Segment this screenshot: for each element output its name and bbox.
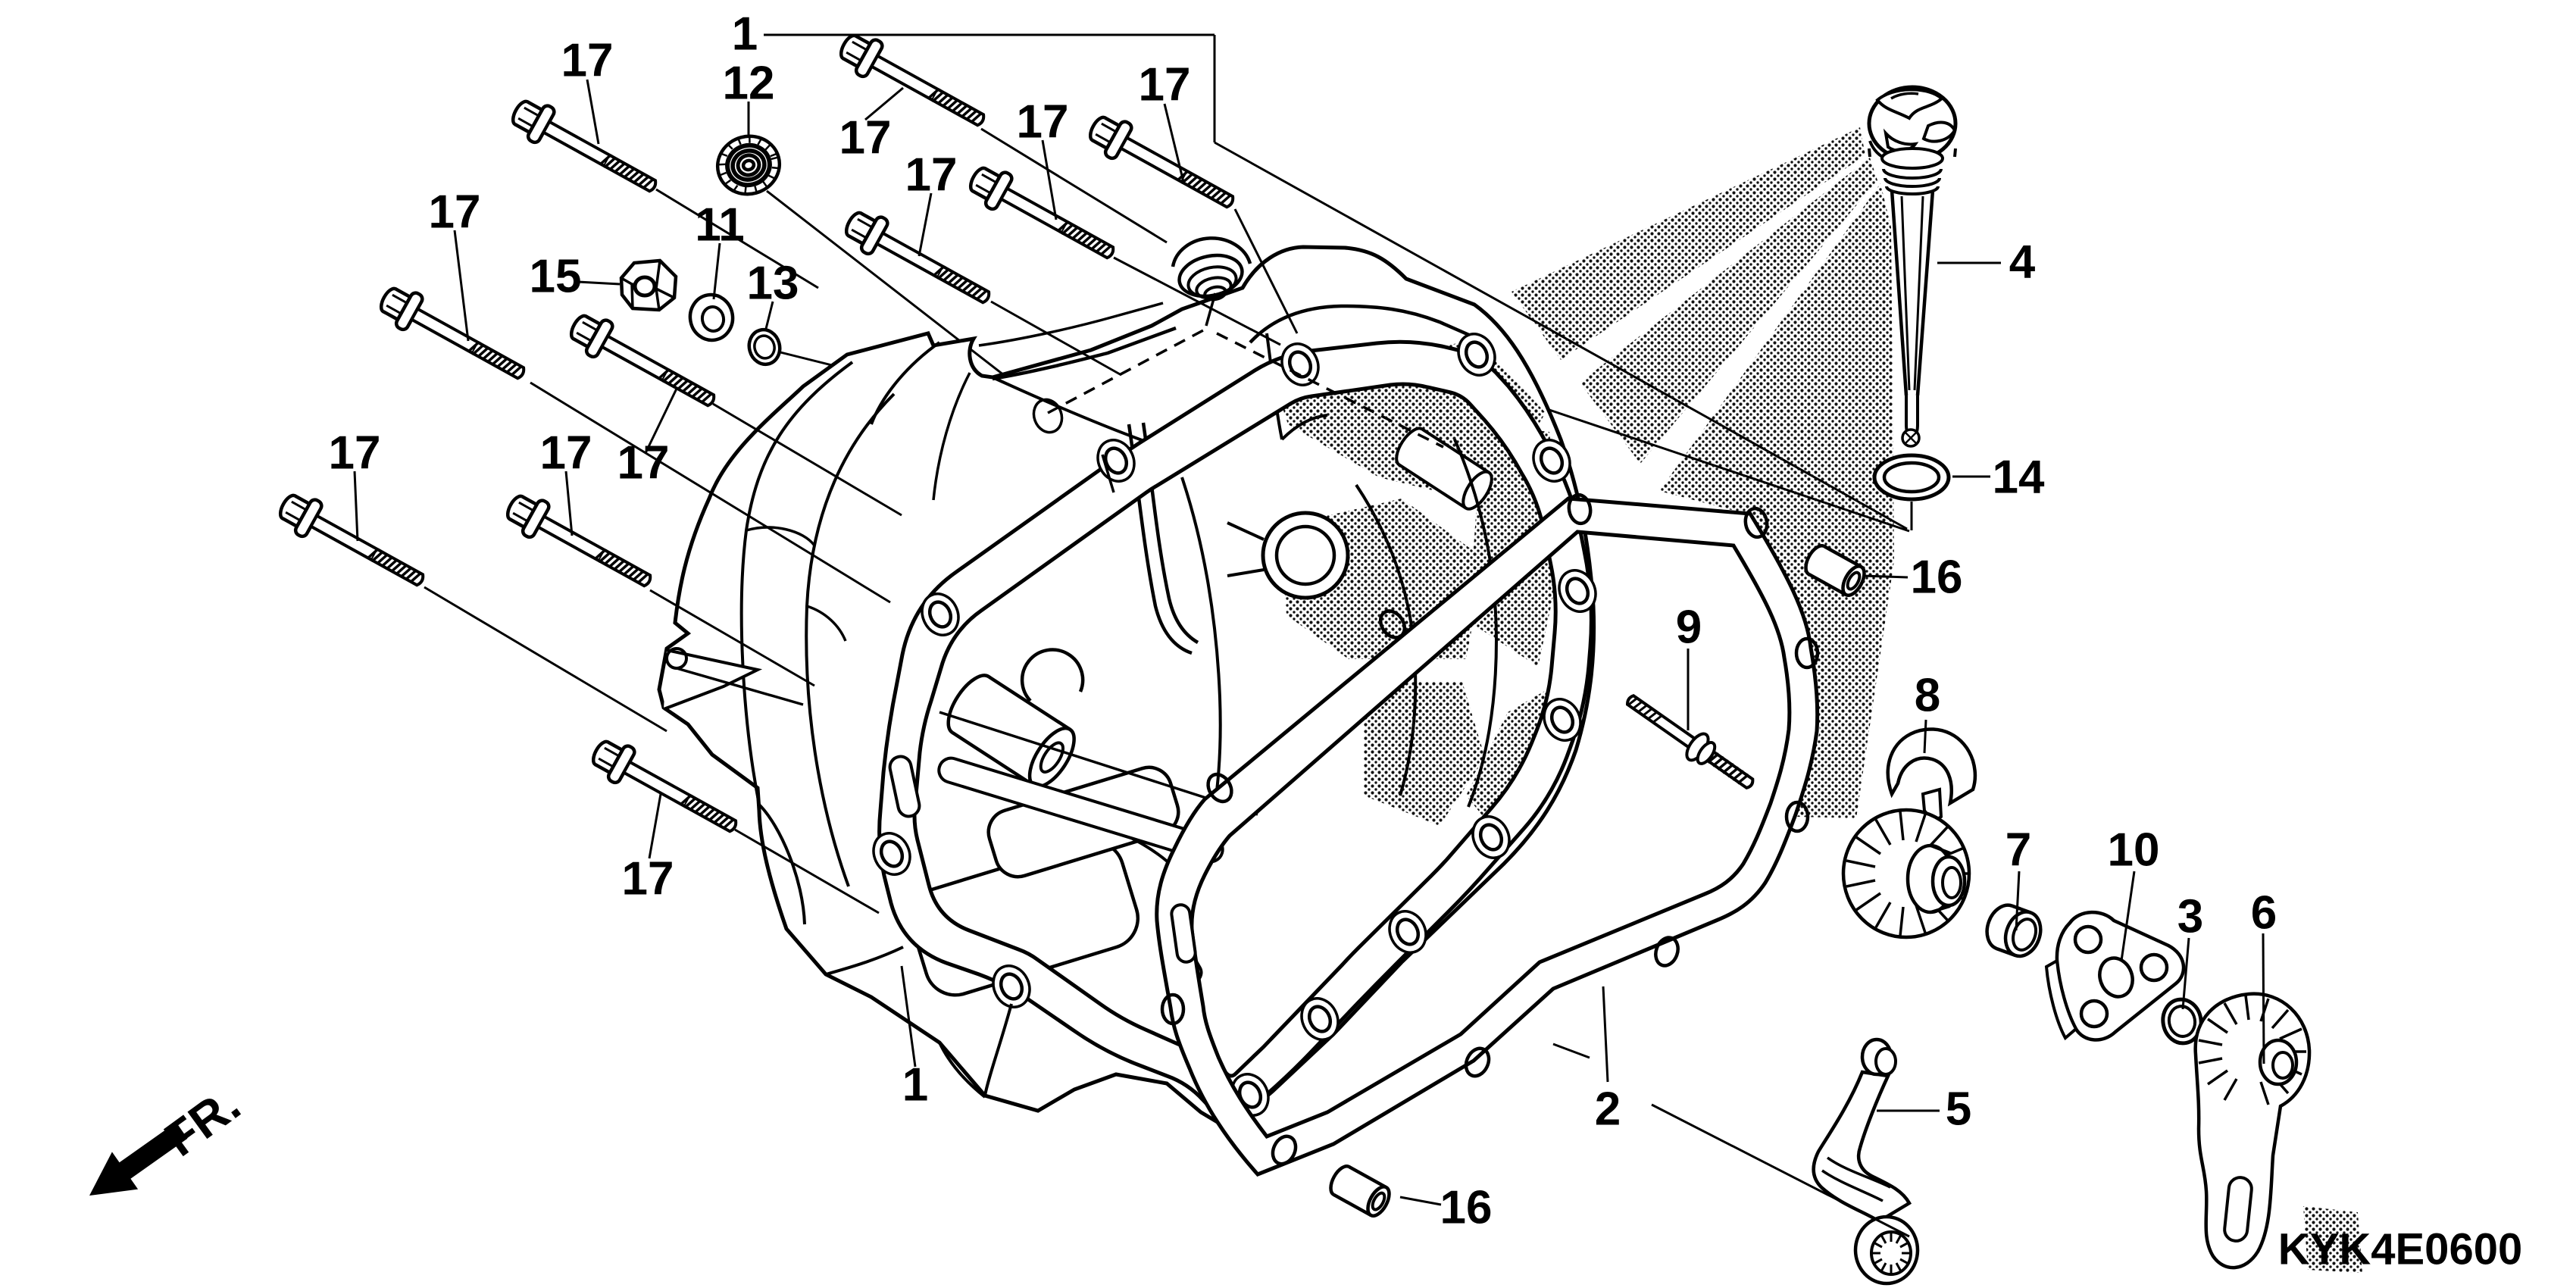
svg-text:17: 17: [1139, 59, 1191, 111]
svg-text:6: 6: [2251, 887, 2277, 939]
svg-text:2: 2: [1595, 1083, 1621, 1136]
svg-text:14: 14: [1993, 452, 2045, 504]
svg-text:12: 12: [723, 58, 775, 110]
svg-text:13: 13: [747, 258, 799, 310]
svg-text:17: 17: [1017, 96, 1069, 148]
svg-text:KYK4E0600: KYK4E0600: [2278, 1225, 2522, 1274]
svg-text:17: 17: [622, 853, 674, 905]
svg-text:4: 4: [2009, 236, 2036, 289]
svg-text:7: 7: [2005, 824, 2031, 877]
svg-text:10: 10: [2108, 824, 2160, 877]
svg-text:16: 16: [1911, 552, 1963, 604]
svg-text:17: 17: [329, 427, 381, 480]
svg-text:17: 17: [540, 427, 592, 480]
svg-text:17: 17: [839, 112, 892, 164]
svg-text:11: 11: [695, 199, 745, 252]
svg-text:17: 17: [561, 35, 614, 87]
svg-text:9: 9: [1676, 602, 1702, 654]
svg-text:17: 17: [429, 186, 481, 239]
svg-text:5: 5: [1946, 1083, 1971, 1136]
svg-text:1: 1: [902, 1059, 928, 1111]
svg-text:1: 1: [732, 8, 758, 61]
svg-text:3: 3: [2177, 891, 2203, 943]
svg-text:16: 16: [1440, 1182, 1493, 1234]
svg-text:17: 17: [617, 437, 670, 489]
svg-text:17: 17: [905, 149, 958, 202]
svg-text:8: 8: [1915, 670, 1940, 722]
svg-text:15: 15: [530, 251, 582, 303]
